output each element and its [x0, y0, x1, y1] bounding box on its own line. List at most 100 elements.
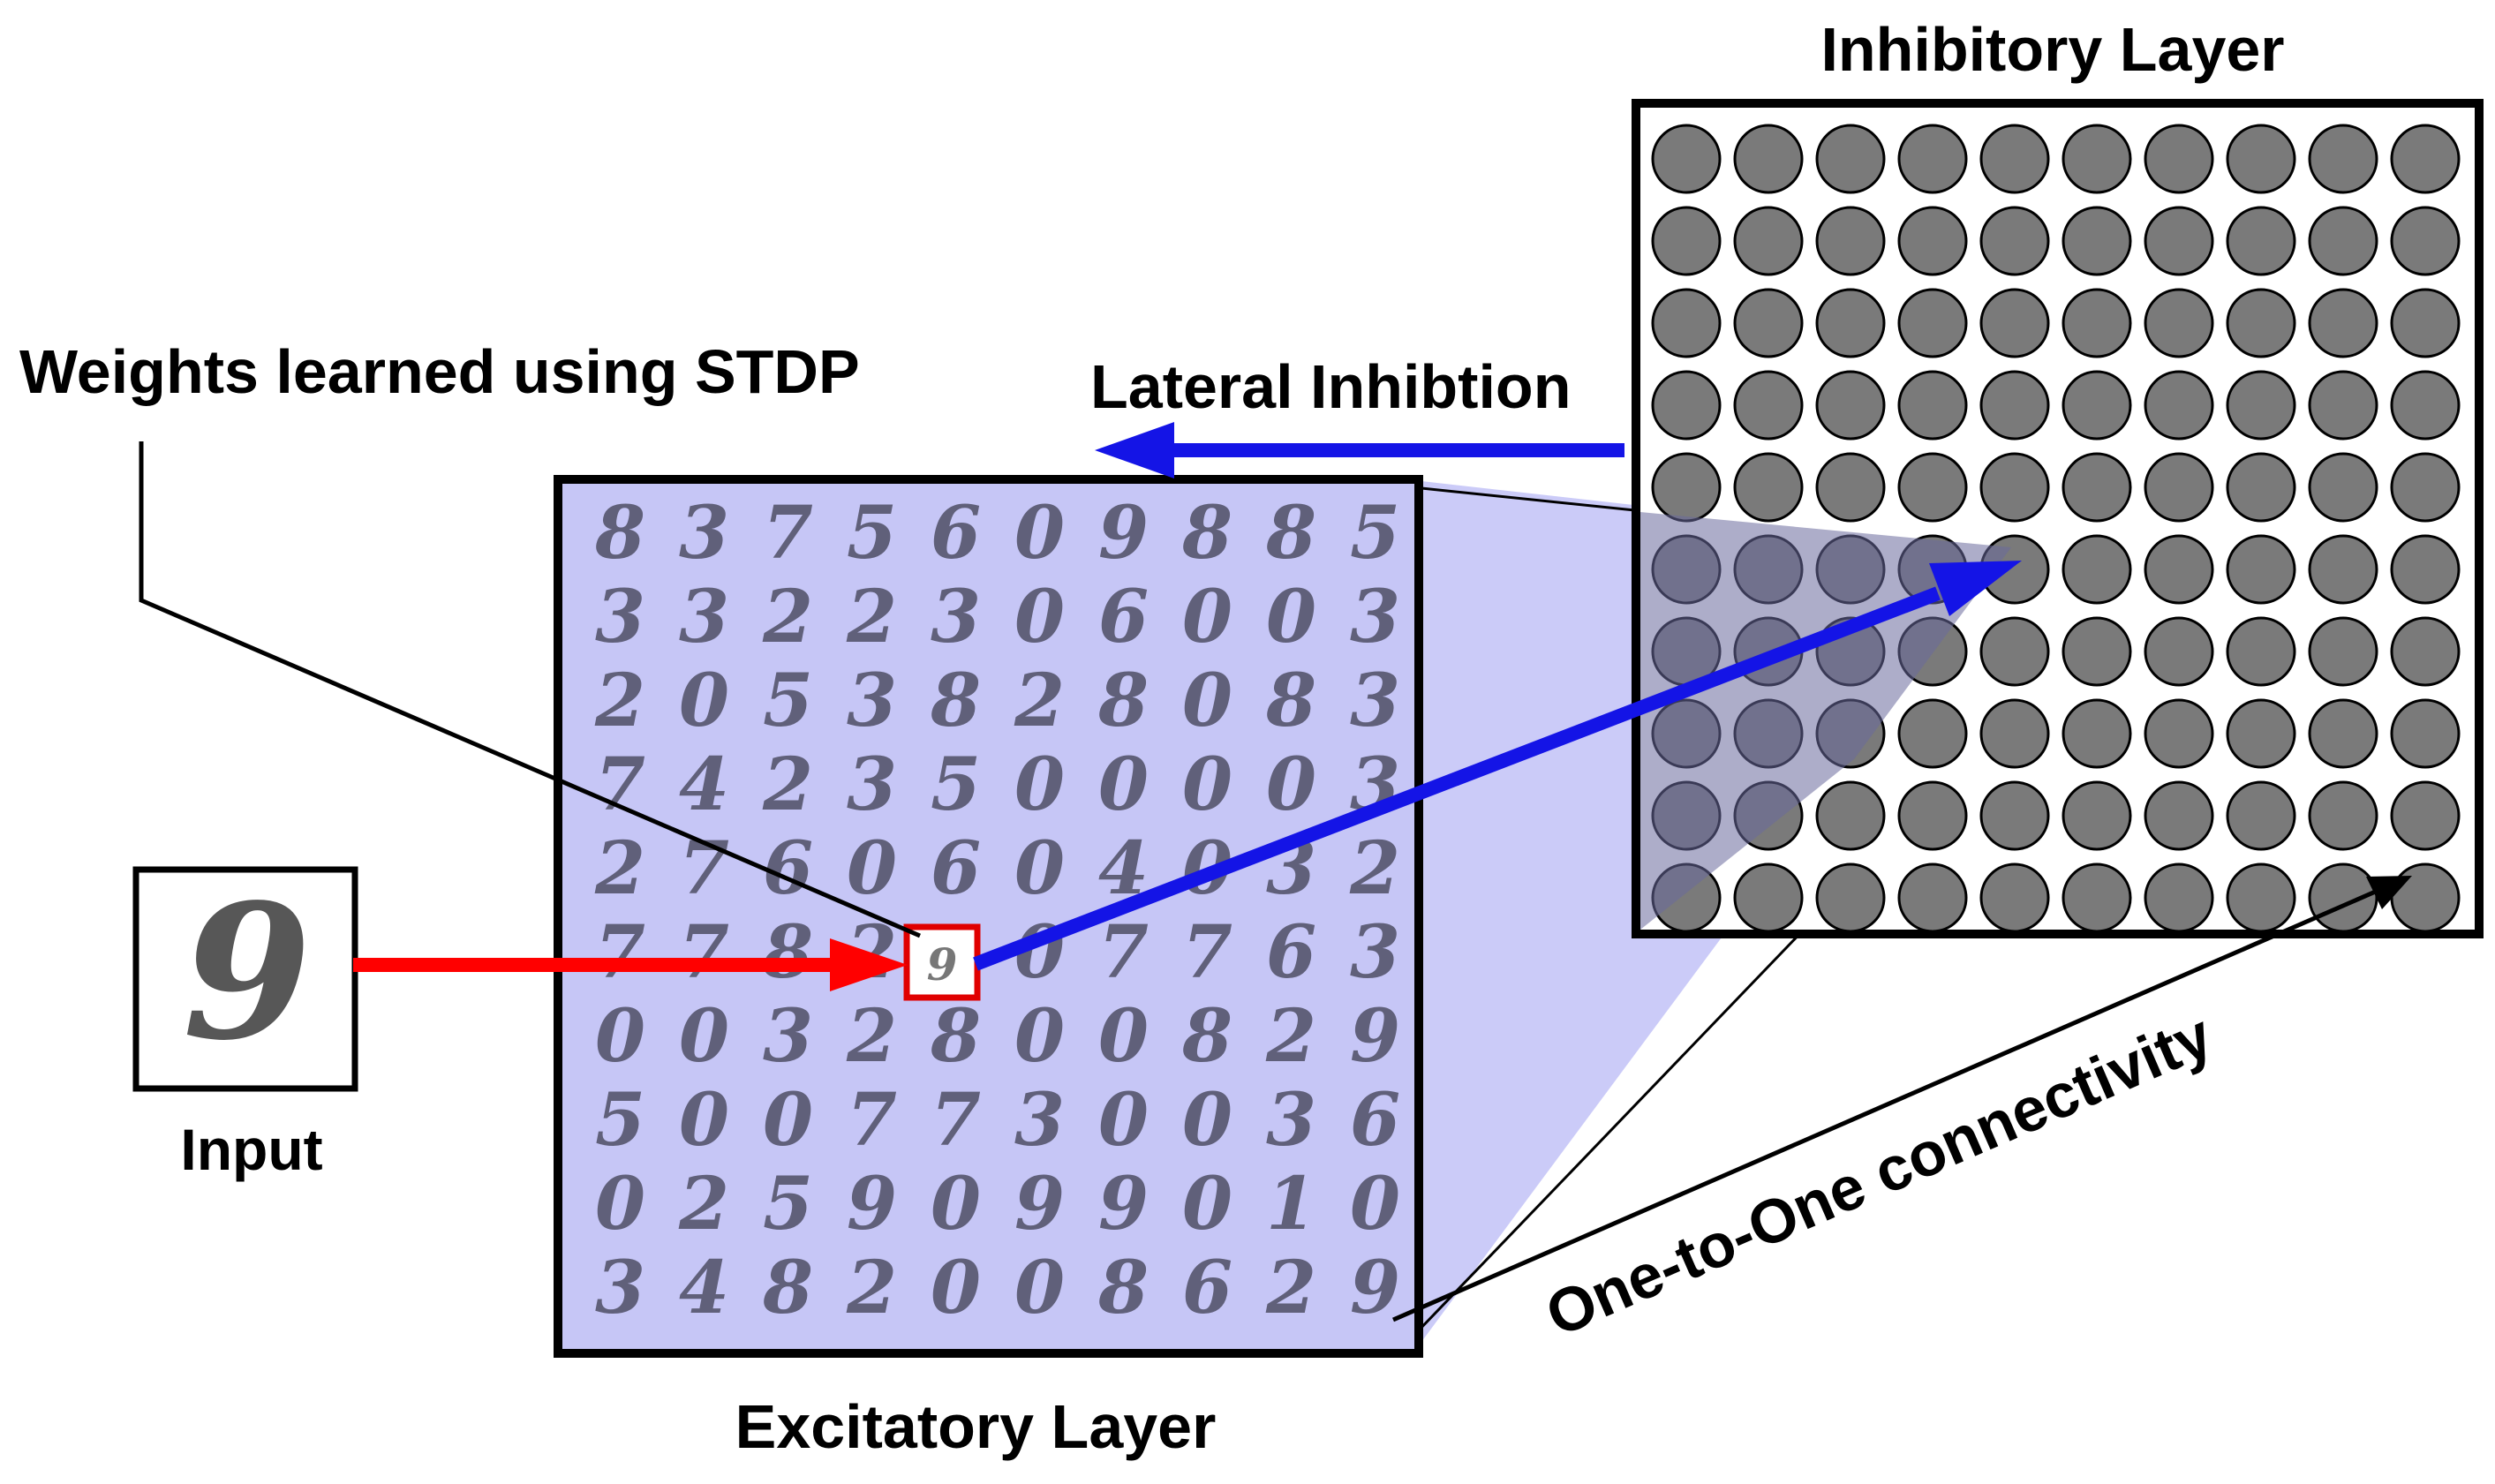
excitatory-layer-title: Excitatory Layer [735, 1392, 1217, 1461]
weight-digit: 6 [1350, 1078, 1400, 1163]
inhibitory-neuron [2144, 780, 2214, 851]
blue-connection-head [1929, 561, 2022, 616]
inhibitory-neuron [1897, 863, 1968, 933]
projection-edge-bottom [1414, 903, 1829, 1335]
weights-callout: Weights learned using STDP [19, 337, 921, 938]
weights-label: Weights learned using STDP [19, 337, 860, 406]
inhibitory-neuron [1815, 863, 1886, 933]
inhibitory-neuron [2390, 452, 2461, 523]
weight-digit: 4 [679, 1246, 729, 1330]
weight-digit: 8 [1265, 491, 1316, 576]
inhibitory-neuron [1979, 698, 2050, 769]
inhibitory-neuron [2390, 206, 2461, 276]
weight-digit: 8 [1097, 1246, 1149, 1330]
inhibitory-neuron [2308, 124, 2378, 194]
inhibitory-neuron [2226, 616, 2296, 687]
one-to-one-label: One-to-One connectivity [1536, 1000, 2222, 1350]
weight-digit: 7 [1098, 910, 1149, 995]
inhibitory-neuron [2062, 780, 2132, 851]
weight-digit: 7 [595, 910, 645, 995]
input-arrow-head [830, 938, 908, 991]
inhibitory-neuron [1979, 863, 2050, 933]
inhibitory-neuron [1651, 452, 1722, 523]
inhibitory-neuron [1815, 288, 1886, 358]
weight-digit: 6 [1266, 910, 1316, 995]
inhibitory-neuron [2226, 124, 2296, 194]
inhibitory-neuron [2390, 698, 2461, 769]
weight-digit: 2 [594, 659, 645, 743]
weight-digit: 0 [1266, 575, 1316, 659]
weight-digit: 0 [595, 1162, 645, 1247]
weight-digit: 2 [762, 575, 813, 659]
weight-digit: 7 [679, 826, 729, 911]
weight-digit: 1 [1266, 1162, 1316, 1247]
weight-digit: 9 [1098, 1162, 1149, 1247]
weight-digit: 0 [679, 994, 729, 1079]
weight-digit: 2 [678, 1162, 729, 1247]
weight-digit: 0 [1014, 742, 1065, 827]
input-box [132, 866, 358, 1092]
excitatory-layer-box [554, 475, 1423, 1358]
input-arrow [353, 938, 908, 991]
weight-digit: 3 [1266, 1078, 1316, 1163]
lateral-arrow-head [1095, 422, 1174, 478]
inhibitory-neuron [2062, 698, 2132, 769]
inhibitory-neuron [2144, 370, 2214, 441]
inhibitory-neuron [1979, 780, 2050, 851]
weight-digit: 0 [931, 1162, 981, 1247]
inhibitory-neuron [1651, 288, 1722, 358]
inhibitory-neuron [1897, 452, 1968, 523]
inhibitory-neuron [2226, 452, 2296, 523]
inhibitory-neuron [2308, 288, 2378, 358]
weight-digit: 7 [1182, 910, 1232, 995]
weight-digit: 0 [1266, 742, 1316, 827]
inhibitory-layer [1632, 99, 2484, 938]
inhibitory-neuron [1733, 124, 1804, 194]
inhibitory-neuron [2062, 206, 2132, 276]
weight-digit: 3 [595, 575, 645, 659]
weight-digit: 2 [594, 826, 645, 911]
excitatory-to-inhibitory-arrow [973, 561, 2022, 971]
inhibitory-neuron [2062, 863, 2132, 933]
weight-digit: 8 [1265, 659, 1316, 743]
inhibitory-neuron [1897, 124, 1968, 194]
inhibitory-neuron [2144, 863, 2214, 933]
inhibitory-neuron [1979, 206, 2050, 276]
inhibitory-neuron [2226, 370, 2296, 441]
weight-digit: 9 [1098, 491, 1149, 576]
inhibitory-neuron [1815, 206, 1886, 276]
one-to-one-arrow-head [2366, 876, 2412, 909]
weight-digit: 0 [1182, 742, 1232, 827]
inhibitory-neuron [2390, 534, 2461, 605]
inhibitory-neuron [2390, 288, 2461, 358]
lateral-inhibition-label: Lateral Inhibtion [1090, 352, 1571, 421]
inhibitory-neuron [1979, 616, 2050, 687]
weight-digit: 3 [763, 994, 813, 1079]
weight-digit: 0 [763, 1078, 813, 1163]
weight-digit: 5 [931, 742, 981, 827]
weight-digit: 2 [846, 1246, 897, 1330]
inhibitory-neuron [2308, 206, 2378, 276]
weight-digit: 8 [762, 1246, 813, 1330]
weight-digit: 6 [1098, 575, 1149, 659]
selected-weight-digit: 9 [927, 938, 958, 991]
weight-digit: 2 [1265, 994, 1316, 1079]
weights-callout-line [139, 441, 921, 938]
weight-digit: 8 [930, 994, 981, 1079]
selected-weight-box [903, 923, 981, 1001]
weight-digit: 5 [1350, 491, 1400, 576]
inhibitory-neuron [1651, 124, 1722, 194]
weight-digit: 2 [1014, 659, 1065, 743]
inhibitory-neuron [1979, 452, 2050, 523]
weight-digit: 3 [847, 742, 897, 827]
one-to-one-arrow [1392, 878, 2401, 1322]
inhibitory-neuron [1815, 452, 1886, 523]
weight-digit: 0 [1350, 1162, 1400, 1247]
weight-digit: 5 [847, 491, 897, 576]
inhibitory-neuron [2390, 370, 2461, 441]
weight-digit: 3 [1350, 659, 1400, 743]
weight-digit: 2 [762, 742, 813, 827]
weight-digit: 0 [1098, 742, 1149, 827]
